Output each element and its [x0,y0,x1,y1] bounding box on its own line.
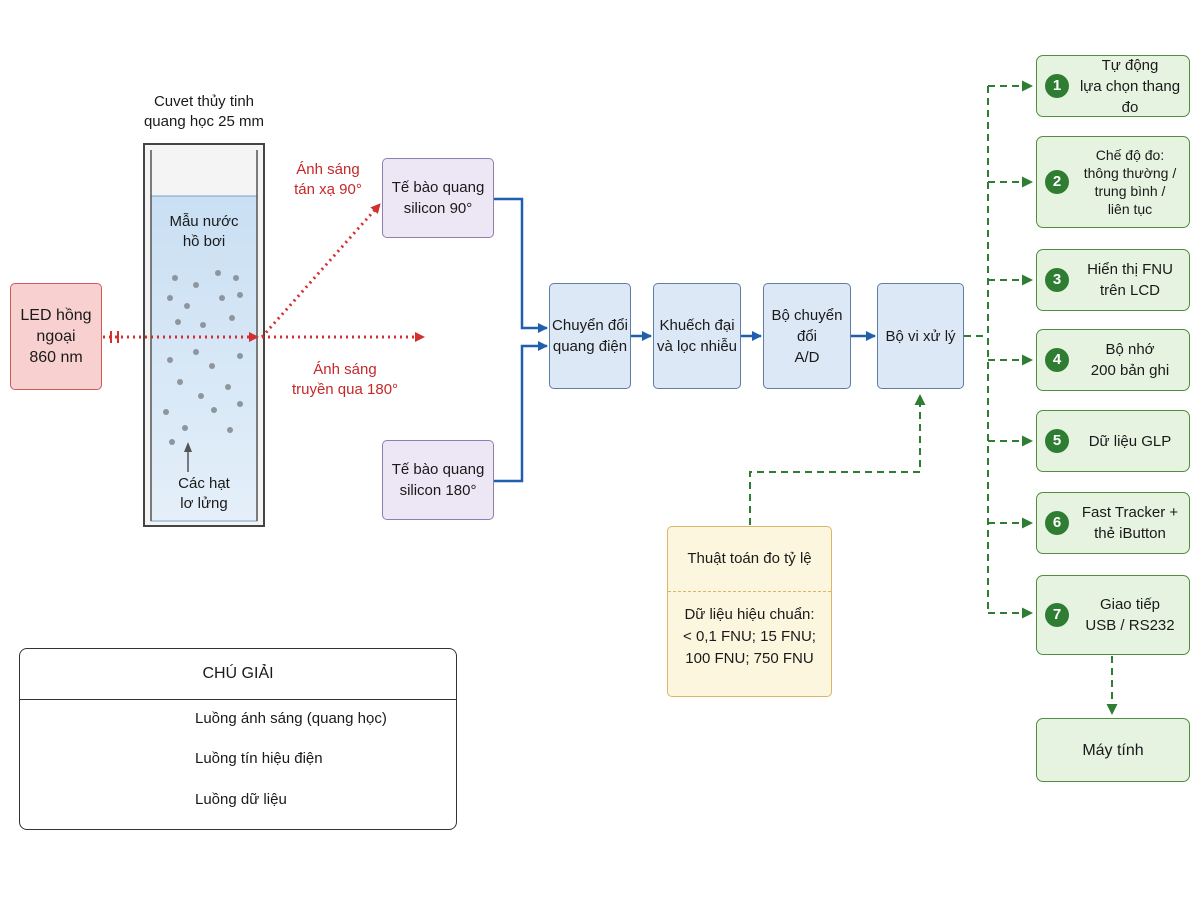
output-4-line2: 200 bản ghi [1090,362,1170,379]
particles-label: Các hạt lơ lửng [151,474,257,514]
output-6-line1: Fast Tracker + [1081,504,1179,521]
output-glp-data: 5 Dữ liệu GLP [1036,410,1190,472]
scattered-light-label: Ánh sáng tán xạ 90° [278,160,378,200]
output-3-line1: Hiển thị FNU [1087,261,1173,278]
silicon-cell-90-line1: Tế bào quang [391,179,485,196]
cuvette-title-line1: Cuvet thủy tinh [153,93,255,110]
output-fast-tracker: 6 Fast Tracker + thẻ iButton [1036,492,1190,554]
led-source: LED hồng ngoại 860 nm [10,283,102,390]
output-7-line2: USB / RS232 [1085,617,1175,634]
transmitted-light-line2: truyền qua 180° [291,381,399,398]
microprocessor-label: Bộ vi xử lý [885,327,956,345]
led-line2: ngoại [36,328,76,345]
legend-title: CHÚ GIẢI [20,649,456,700]
scattered-light-line2: tán xạ 90° [294,181,362,198]
output-usb-rs232: 7 Giao tiếp USB / RS232 [1036,575,1190,655]
photoelectric-line1: Chuyển đổi [552,317,628,334]
legend-optical-label: Luồng ánh sáng (quang học) [195,710,387,727]
sample-label-line1: Mẫu nước [169,213,239,230]
cuvette [143,143,265,527]
output-number-badge: 2 [1045,170,1069,194]
suspended-particles [163,270,243,445]
cuvette-title: Cuvet thủy tinh quang học 25 mm [124,92,284,132]
output-number-badge: 6 [1045,511,1069,535]
transmitted-light-label: Ánh sáng truyền qua 180° [280,360,410,400]
output-6-line2: thẻ iButton [1094,525,1166,542]
amplifier-line1: Khuếch đại [659,317,735,334]
calibration-data: Dữ liệu hiệu chuẩn: < 0,1 FNU; 15 FNU; 1… [683,592,816,670]
silicon-cell-180-line1: Tế bào quang [391,461,485,478]
legend-electrical-label: Luồng tín hiệu điện [195,750,323,767]
output-2-line3: trung bình / [1094,183,1166,199]
output-number-badge: 1 [1045,74,1069,98]
output-1-line1: Tự động [1101,56,1159,74]
particles-label-line2: lơ lửng [180,495,228,512]
output-number-badge: 3 [1045,268,1069,292]
output-memory: 4 Bộ nhớ 200 bản ghi [1036,329,1190,391]
output-auto-range: 1 Tự động lựa chọn thang đo [1036,55,1190,117]
ratio-algorithm-box: Thuật toán đo tỷ lệ Dữ liệu hiệu chuẩn: … [667,526,832,697]
output-7-line1: Giao tiếp [1099,596,1161,613]
sensor180-signal-arrow [494,341,548,483]
output-number-badge: 7 [1045,603,1069,627]
cuvette-title-line2: quang học 25 mm [143,113,265,130]
computer-label: Máy tính [1082,741,1144,759]
output-number-badge: 5 [1045,429,1069,453]
sensor90-signal-arrow [494,197,548,333]
particles-label-line1: Các hạt [178,475,230,492]
silicon-cell-90: Tế bào quang silicon 90° [382,158,494,238]
led-line3: 860 nm [29,349,83,366]
output-number-badge: 4 [1045,348,1069,372]
photoelectric-line2: quang điện [552,338,628,355]
output-branch-arrows [988,80,1033,619]
photoelectric-converter: Chuyển đổi quang điện [549,283,631,389]
calibration-line3: 100 FNU; 750 FNU [685,650,814,667]
output-3-line2: trên LCD [1099,282,1160,299]
scattered-light-arrow [260,203,382,338]
computer-box: Máy tính [1036,718,1190,782]
output-5-line1: Dữ liệu GLP [1088,432,1172,450]
calibration-line2: < 0,1 FNU; 15 FNU; [683,628,816,645]
transmitted-light-line1: Ánh sáng [313,361,377,378]
particles-pointer-arrow [184,442,192,472]
ad-converter: Bộ chuyển đổi A/D [763,283,851,389]
silicon-cell-180: Tế bào quang silicon 180° [382,440,494,520]
output-4-line1: Bộ nhớ [1105,341,1155,358]
output-2-line4: liên tục [1107,201,1153,217]
mcu-output-bus [964,86,989,613]
output-measure-mode: 2 Chế độ đo: thông thường / trung bình /… [1036,136,1190,228]
algorithm-to-mcu-arrow [749,394,926,525]
led-line1: LED hồng [20,307,92,324]
output-2-line1: Chế độ đo: [1095,147,1165,163]
output-1-line2: lựa chọn thang đo [1079,77,1181,116]
amplifier-filter: Khuếch đại và lọc nhiễu [653,283,741,389]
legend-data-label: Luồng dữ liệu [195,791,287,808]
ad-converter-line1: Bộ chuyển đổi [771,306,843,345]
algorithm-title: Thuật toán đo tỷ lệ [668,527,831,592]
scattered-light-line1: Ánh sáng [296,161,360,178]
sample-label-line2: hồ bơi [182,233,226,250]
output-lcd-display: 3 Hiển thị FNU trên LCD [1036,249,1190,311]
calibration-line1: Dữ liệu hiệu chuẩn: [684,606,815,623]
output-2-line2: thông thường / [1083,165,1177,181]
led-beam-arrow [103,331,259,343]
amplifier-line2: và lọc nhiễu [656,338,738,355]
microprocessor: Bộ vi xử lý [877,283,964,389]
silicon-cell-180-line2: silicon 180° [399,482,477,499]
legend: CHÚ GIẢI Luồng ánh sáng (quang học) Luồn… [19,648,457,830]
sample-label: Mẫu nước hồ bơi [151,212,257,252]
silicon-cell-90-line2: silicon 90° [403,200,473,217]
ad-converter-line2: A/D [794,348,820,366]
